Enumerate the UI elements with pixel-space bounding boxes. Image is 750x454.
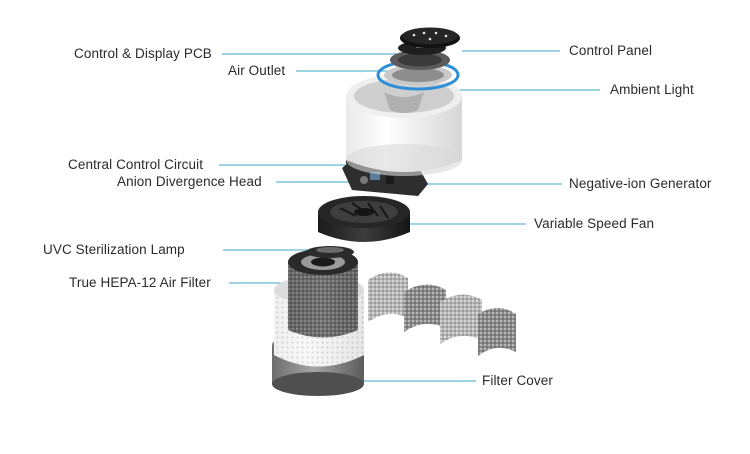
label-variable-speed-fan: Variable Speed Fan (534, 216, 655, 231)
leader-lines (219, 50, 600, 382)
main-shell-illustration (346, 74, 462, 176)
label-true-hepa-filter: True HEPA-12 Air Filter (69, 275, 211, 290)
label-air-outlet: Air Outlet (228, 63, 286, 78)
control-panel-illustration (400, 27, 460, 48)
ambient-light-ring-illustration (376, 59, 460, 91)
label-anion-divergence-head: Anion Divergence Head (117, 174, 262, 189)
label-central-control-circuit: Central Control Circuit (68, 157, 204, 172)
filter-segments-illustration (368, 272, 516, 356)
air-outlet-illustration (390, 50, 450, 70)
label-negative-ion-generator: Negative-ion Generator (569, 176, 712, 191)
label-filter-cover: Filter Cover (482, 373, 553, 388)
uvc-lamp-illustration (306, 246, 354, 258)
label-ambient-light: Ambient Light (610, 82, 694, 97)
label-control-panel: Control Panel (569, 43, 653, 58)
hepa-filter-illustration (288, 249, 358, 338)
label-control-display-pcb: Control & Display PCB (74, 46, 212, 61)
variable-speed-fan-illustration (318, 196, 410, 242)
label-uvc-sterilization-lamp: UVC Sterilization Lamp (43, 242, 185, 257)
